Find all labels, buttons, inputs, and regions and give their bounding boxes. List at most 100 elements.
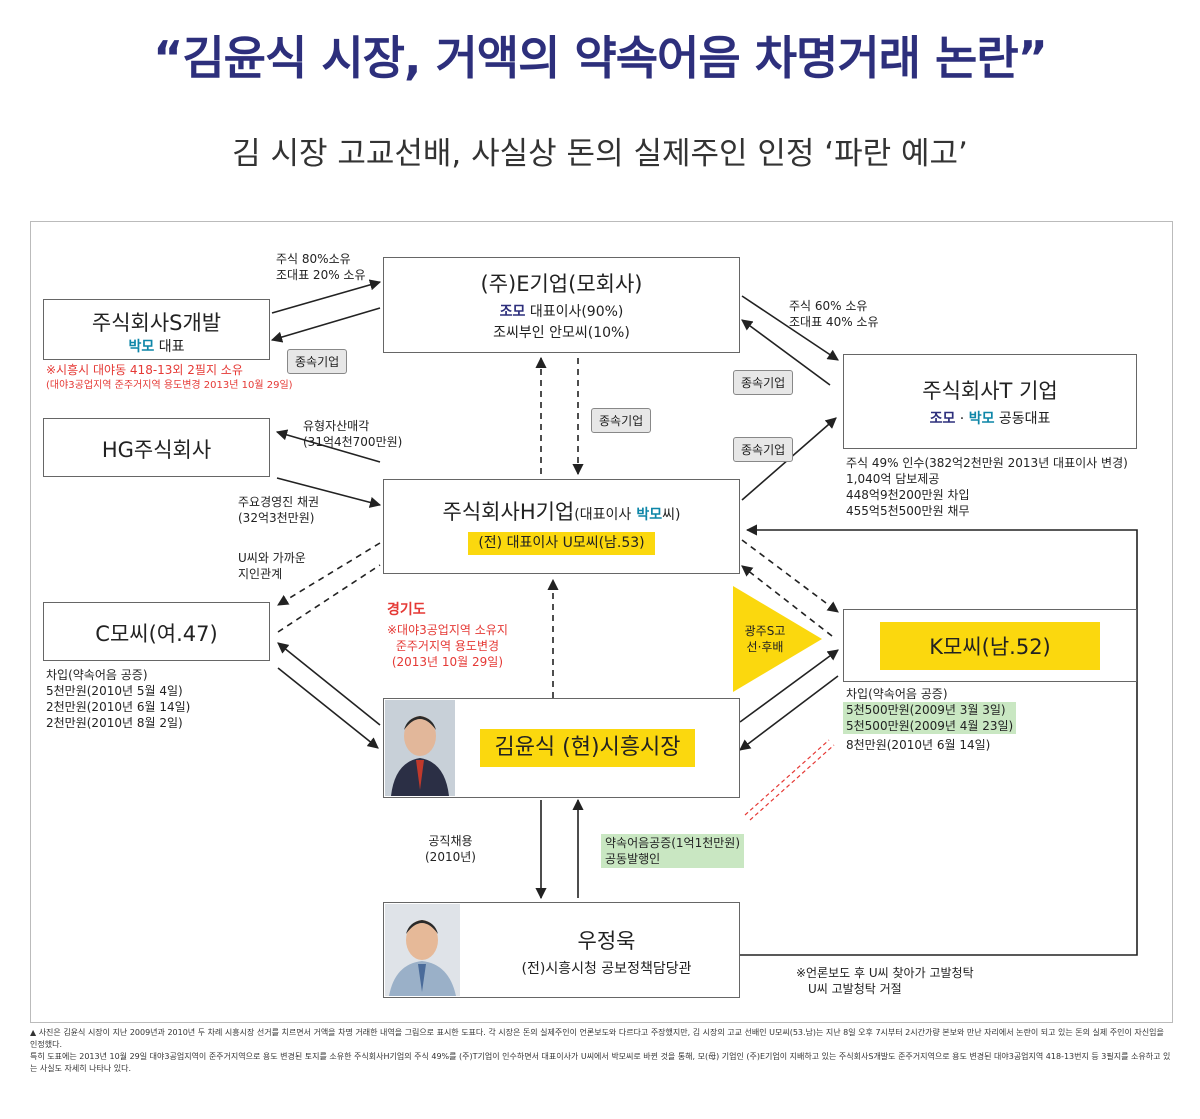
label-complaint-2: U씨 고발청탁 거절 xyxy=(808,982,902,996)
label-hire-1: 공직채용 xyxy=(428,834,473,848)
label-promissory-1: 약속어음공증(1억1천만원) xyxy=(605,836,741,850)
hg-box[interactable]: HG주식회사 xyxy=(43,418,270,477)
dashed-h-to-c xyxy=(277,542,381,606)
k-title: K모씨(남.52) xyxy=(880,622,1100,670)
label-k-loans-green: 5천500만원(2009년 3월 3일) 5천500만원(2009년 4월 23… xyxy=(843,702,1017,734)
label-hg-sale-2: (31억4천700만원) xyxy=(303,435,403,449)
k-box[interactable]: K모씨(남.52) xyxy=(843,609,1137,682)
s-dev-role: 대표 xyxy=(158,339,185,355)
label-gyeonggi-note: ※대야3공업지역 소유지 준주거지역 용도변경 (2013년 10월 29일) xyxy=(387,622,508,670)
dashed-h-to-k xyxy=(741,539,839,613)
mayor-portrait-icon xyxy=(385,700,455,796)
label-c-loans-2: 5천만원(2010년 5월 4일) xyxy=(46,684,183,698)
label-u-rel-2: 지인관계 xyxy=(238,567,283,581)
s-dev-note-2: (대야3공업지역 준주거지역 용도변경 2013년 10월 29일) xyxy=(46,380,293,391)
label-c-loans-1: 차입(약속어음 공증) xyxy=(46,668,148,682)
woo-role: (전)시흥시청 공보정책담당관 xyxy=(521,961,692,977)
c-box[interactable]: C모씨(여.47) xyxy=(43,602,270,661)
e-corp-box[interactable]: (주)E기업(모회사) 조모 대표이사(90%) 조씨부인 안모씨(10%) xyxy=(383,257,740,353)
label-t-info: 주식 49% 인수(382억2천만원 2013년 대표이사 변경) 1,040억… xyxy=(846,455,1128,519)
mayor-box[interactable]: 김윤식 (현)시흥시장 xyxy=(383,698,740,798)
footnote-para-1: ▲ 사진은 김윤식 시장이 지난 2009년과 2010년 두 차례 시흥시장 … xyxy=(30,1028,1164,1049)
label-hg-bond-2: (32억3천만원) xyxy=(238,511,315,525)
label-hg-sale-1: 유형자산매각 xyxy=(303,419,370,433)
label-gyeonggi-note-2: 준주거지역 용도변경 xyxy=(395,639,500,653)
footnote: ▲ 사진은 김윤식 시장이 지난 2009년과 2010년 두 차례 시흥시장 … xyxy=(30,1027,1171,1075)
woo-portrait-icon xyxy=(385,904,460,996)
label-gwangju: 광주S고 선·후배 xyxy=(735,623,795,655)
gwangju-triangle xyxy=(733,586,822,692)
label-t-info-2: 1,040억 담보제공 xyxy=(846,472,940,486)
label-complaint: ※언론보도 후 U씨 찾아가 고발청탁 U씨 고발청탁 거절 xyxy=(796,965,974,997)
h-corp-title: 주식회사H기업 xyxy=(442,500,575,524)
label-c-loans-3: 2천만원(2010년 6월 14일) xyxy=(46,700,191,714)
woo-box[interactable]: 우정욱 (전)시흥시청 공보정책담당관 xyxy=(383,902,740,998)
label-promissory: 약속어음공증(1억1천만원) 공동발행인 xyxy=(601,834,745,868)
label-gyeonggi: 경기도 xyxy=(387,602,426,618)
arrow-woo-to-h xyxy=(740,524,1138,956)
subsidiary-tag-s: 종속기업 xyxy=(287,349,348,374)
h-corp-title-suffix: 씨) xyxy=(662,507,681,523)
label-hg-bond-1: 주요경영진 채권 xyxy=(238,495,320,509)
h-corp-former-ceo: (전) 대표이사 U모씨(남.53) xyxy=(468,532,655,555)
subsidiary-tag-h: 종속기업 xyxy=(591,408,652,433)
s-dev-note-1: ※시흥시 대야동 418-13외 2필지 소유 xyxy=(46,363,243,377)
label-u-rel-1: U씨와 가까운 xyxy=(238,551,306,565)
red-link-1 xyxy=(744,739,830,816)
t-corp-box[interactable]: 주식회사T 기업 조모 · 박모 공동대표 xyxy=(843,354,1137,449)
t-corp-sep: · xyxy=(959,411,965,427)
label-u-rel: U씨와 가까운 지인관계 xyxy=(238,550,306,582)
s-dev-ceo-name: 박모 xyxy=(128,339,155,355)
label-e-t: 주식 60% 소유 조대표 40% 소유 xyxy=(789,298,879,330)
arrow-mayor-to-c xyxy=(277,642,381,726)
arrow-e-to-t xyxy=(741,295,839,361)
arrow-e-to-s xyxy=(270,307,381,343)
arrow-k-to-mayor xyxy=(739,675,839,751)
e-corp-title: (주)E기업(모회사) xyxy=(480,272,643,296)
label-hire-2: (2010년) xyxy=(425,850,476,864)
label-gwangju-1: 광주S고 xyxy=(744,624,786,638)
hg-title: HG주식회사 xyxy=(101,438,212,462)
h-corp-box[interactable]: 주식회사H기업(대표이사 박모씨) (전) 대표이사 U모씨(남.53) xyxy=(383,479,740,574)
woo-photo xyxy=(385,904,460,996)
label-hg-sale: 유형자산매각 (31억4천700만원) xyxy=(303,418,402,450)
label-t-info-4: 455억5천500만원 채무 xyxy=(846,504,970,518)
diagram-frame xyxy=(30,221,1173,1023)
label-gyeonggi-note-3: (2013년 10월 29일) xyxy=(391,655,504,669)
label-gwangju-2: 선·후배 xyxy=(746,640,784,654)
dashed-c-to-h xyxy=(277,564,381,633)
e-corp-wife-share: 조씨부인 안모씨(10%) xyxy=(493,325,630,341)
label-e-t-2: 조대표 40% 소유 xyxy=(789,315,879,329)
label-c-loans: 차입(약속어음 공증) 5천만원(2010년 5월 4일) 2천만원(2010년… xyxy=(46,667,190,731)
label-e-s-2: 조대표 20% 소유 xyxy=(276,268,366,282)
arrow-hg-to-h xyxy=(276,477,382,508)
subsidiary-tag-t2: 종속기업 xyxy=(733,437,794,462)
s-dev-box[interactable]: 주식회사S개발 박모 대표 xyxy=(43,299,270,360)
label-c-loans-4: 2천만원(2010년 8월 2일) xyxy=(46,716,183,730)
arrow-t-to-e xyxy=(741,319,831,386)
woo-title: 우정욱 xyxy=(577,929,636,953)
e-corp-ceo-name: 조모 xyxy=(499,304,526,320)
t-corp-role: 공동대표 xyxy=(998,411,1051,427)
t-corp-title: 주식회사T 기업 xyxy=(922,379,1058,403)
arrow-mayor-to-k xyxy=(739,649,839,723)
subsidiary-tag-t1: 종속기업 xyxy=(733,370,794,395)
label-complaint-1: ※언론보도 후 U씨 찾아가 고발청탁 xyxy=(796,966,974,980)
page-title: “김윤식 시장, 거액의 약속어음 차명거래 논란” xyxy=(153,31,1048,85)
label-t-info-3: 448억9천200만원 차입 xyxy=(846,488,970,502)
arrow-s-to-e xyxy=(271,279,382,314)
label-e-s-1: 주식 80%소유 xyxy=(276,252,351,266)
red-link-2 xyxy=(749,744,835,821)
mayor-photo xyxy=(385,700,455,796)
arrow-h-to-hg xyxy=(275,429,381,463)
footnote-para-2: 특히 도표에는 2013년 10월 29일 대야3공업지역이 준주거지역으로 용… xyxy=(30,1052,1171,1073)
label-e-s: 주식 80%소유 조대표 20% 소유 xyxy=(276,251,366,283)
label-hg-bond: 주요경영진 채권 (32억3천만원) xyxy=(238,494,319,526)
label-hire: 공직채용 (2010년) xyxy=(425,833,476,865)
label-e-t-1: 주식 60% 소유 xyxy=(789,299,868,313)
c-title: C모씨(여.47) xyxy=(95,622,218,646)
label-k-loans-green-2: 5천500만원(2009년 4월 23일) xyxy=(846,719,1014,733)
mayor-title: 김윤식 (현)시흥시장 xyxy=(480,729,695,767)
label-promissory-2: 공동발행인 xyxy=(605,852,661,866)
